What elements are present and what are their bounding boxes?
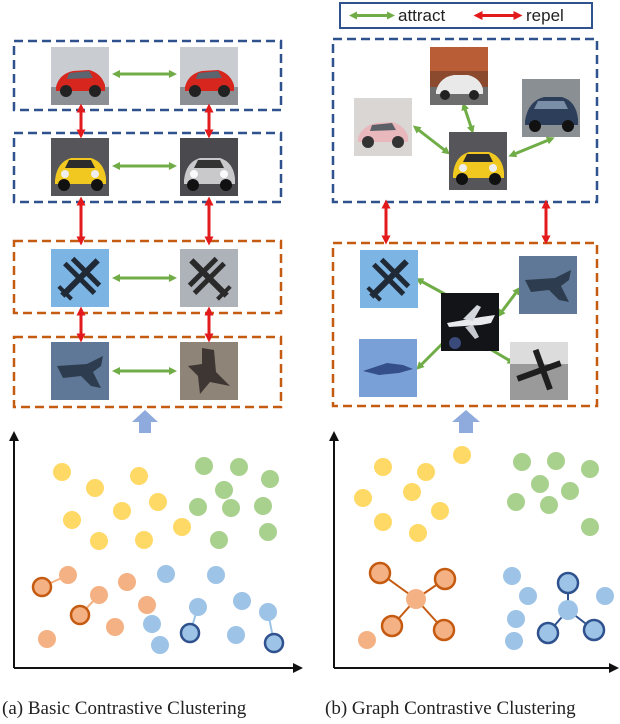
silver-sports-car-photo [180, 138, 238, 196]
pink-sports-car-photo [354, 98, 412, 156]
yellow-sports-car-photo [449, 132, 507, 190]
jet-in-sky-photo [359, 339, 417, 397]
fighter-jet-photo [51, 342, 109, 400]
aircraft-graph-box [331, 241, 599, 408]
anchor-node [179, 622, 201, 644]
orange-cluster [31, 566, 156, 648]
legend-attract-label: attract [398, 6, 446, 25]
panel-graph-contrastive [329, 37, 619, 673]
caption-basic-contrastive: (a) Basic Contrastive Clustering [2, 698, 247, 719]
fighter-jet-photo [519, 256, 577, 314]
vehicle-group-box-top [12, 39, 283, 112]
blue-cluster [143, 565, 285, 654]
vehicle-group-box-bottom [12, 131, 283, 204]
white-sports-car-photo [430, 47, 488, 105]
attract-arrow [508, 136, 555, 158]
panel-basic-contrastive [9, 39, 303, 673]
biplane-photo [47, 245, 113, 311]
red-sports-car-photo [51, 47, 109, 105]
attract-arrow [461, 102, 475, 134]
aircraft-group-box-top [12, 239, 283, 315]
yellow-sports-car-photo [51, 138, 109, 196]
anchor-node [31, 576, 53, 598]
attract-arrow [412, 125, 451, 155]
caption-graph-contrastive: (b) Graph Contrastive Clustering [325, 698, 576, 719]
legend: attract repel [339, 2, 593, 29]
blue-cluster [503, 567, 614, 650]
anchor-node [69, 604, 91, 626]
aircraft-group-box-bottom [12, 335, 283, 409]
vehicle-graph-box [331, 37, 599, 204]
green-cluster [507, 452, 599, 536]
up-arrow-icon [132, 410, 158, 433]
fighter-jet-photo [180, 342, 238, 400]
orange-cluster [358, 561, 457, 649]
legend-repel-label: repel [526, 6, 564, 25]
propeller-plane-photo [510, 342, 568, 400]
center-node [406, 589, 426, 609]
anchor-node [263, 632, 285, 654]
green-cluster [189, 457, 279, 549]
dark-sports-car-photo [522, 79, 580, 137]
biplane-photo [356, 246, 422, 312]
yellow-cluster [53, 463, 191, 550]
yellow-cluster [354, 446, 471, 542]
biplane-photo [176, 245, 242, 311]
up-arrow-icon [452, 410, 480, 433]
center-node [558, 600, 578, 620]
attract-arrow [497, 286, 521, 318]
red-sports-car-photo [180, 47, 238, 105]
private-jet-photo [441, 293, 499, 351]
